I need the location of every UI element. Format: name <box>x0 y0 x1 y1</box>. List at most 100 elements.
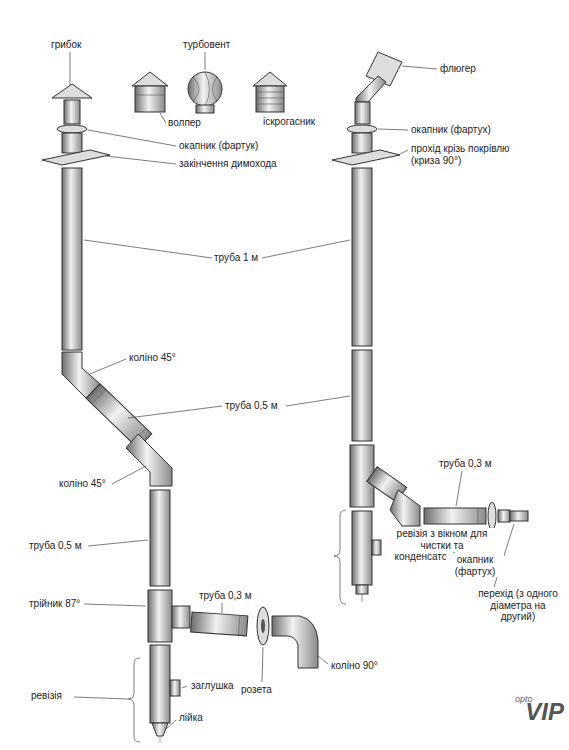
seam-shape <box>478 508 479 524</box>
lead-shape <box>318 656 328 664</box>
lead-shape <box>70 52 71 85</box>
lead-shape <box>106 156 176 164</box>
watermark: VIP <box>524 700 565 724</box>
lead-shape <box>166 720 176 729</box>
pipe-shape <box>498 510 510 522</box>
pipe-shape <box>510 511 528 521</box>
plate-shape <box>253 72 287 86</box>
lead-shape <box>74 697 128 699</box>
cap-label: флюгер <box>439 63 477 75</box>
lead-shape <box>222 603 223 613</box>
pipe-shape <box>390 490 420 526</box>
pipe-shape <box>62 168 82 350</box>
plate-shape <box>52 84 92 98</box>
pipe-shape <box>150 490 170 586</box>
pipe-shape <box>356 76 386 102</box>
lead-shape <box>128 658 140 742</box>
lead-shape <box>286 396 350 406</box>
lead-shape <box>402 66 437 69</box>
caps-shape <box>132 72 287 113</box>
lead-shape <box>90 359 126 374</box>
part-label: окапник (фартух) <box>446 554 504 577</box>
seam-shape <box>160 736 161 742</box>
lead-shape <box>88 130 176 146</box>
pipe-shape <box>126 434 172 486</box>
part-label: ревізія <box>30 690 63 702</box>
lead-shape <box>398 150 408 155</box>
plate-shape <box>42 150 110 165</box>
lead-shape <box>334 510 346 604</box>
part-label: коліно 45° <box>128 352 177 364</box>
lead-shape <box>84 604 146 606</box>
part-label: перехід (з одного діаметра на другий) <box>474 588 562 623</box>
plate-shape <box>57 125 87 133</box>
g-shape <box>191 612 248 636</box>
cap-label: турбовент <box>182 39 231 51</box>
part-label: коліно 45° <box>58 478 107 490</box>
lead-shape <box>88 540 148 546</box>
pipe-shape <box>64 100 80 124</box>
part-label: прохід крізь покрівлю (криза 90°) <box>410 143 542 166</box>
seam-shape <box>193 72 217 106</box>
part-label: розета <box>240 684 273 696</box>
part-label: трійник 87° <box>28 598 81 610</box>
lead-shape <box>456 471 462 506</box>
pipe-shape <box>188 72 222 106</box>
pipe-shape <box>196 105 214 113</box>
seam-shape <box>92 389 106 403</box>
part-label: труба 0,5 м <box>28 540 83 552</box>
part-label: труба 0,3 м <box>438 458 493 470</box>
pipe-shape <box>62 133 82 153</box>
lead-shape <box>262 240 350 258</box>
pipe-shape <box>256 86 284 112</box>
plate-shape <box>257 607 269 645</box>
lead-shape <box>182 686 187 688</box>
pipe-shape <box>152 723 168 736</box>
part-label: лійка <box>178 712 204 724</box>
pipe-shape <box>372 540 381 555</box>
pipe-shape <box>150 645 170 723</box>
part-label: труба 0,5 м <box>224 400 279 412</box>
pipe-shape <box>191 612 248 636</box>
part-label: заглушка <box>190 680 235 692</box>
part-label: коліно 90° <box>330 660 379 672</box>
ellipse-shape <box>261 619 265 633</box>
pipe-shape <box>352 511 372 585</box>
part-label: окапник (фартух) <box>410 124 492 136</box>
pipe-shape <box>424 508 486 524</box>
lead-shape <box>112 466 146 484</box>
seam-shape <box>256 92 284 104</box>
lead-shape <box>378 129 408 130</box>
lead-shape <box>205 52 206 70</box>
cap-label: грибок <box>50 39 82 51</box>
part-label: труба 1 м <box>213 252 259 264</box>
pipe-shape <box>148 590 172 642</box>
seam-shape <box>135 95 165 96</box>
lead-shape <box>84 240 212 258</box>
part-label: окапник (фартук) <box>178 140 259 152</box>
left-col-shape <box>42 84 318 742</box>
pipe-shape <box>172 606 190 628</box>
seam-shape <box>362 594 363 602</box>
plate-shape <box>488 502 496 530</box>
plate-shape <box>332 150 400 165</box>
part-label: закінчення димохода <box>178 158 278 170</box>
pipe-shape <box>170 680 180 696</box>
plate-shape <box>347 125 377 133</box>
pipe-shape <box>352 168 372 346</box>
pipe-shape <box>272 616 318 668</box>
seam-shape <box>238 615 239 635</box>
pipe-shape <box>355 102 370 124</box>
cap-label: іскрогасник <box>262 116 316 128</box>
lead-shape <box>128 406 222 418</box>
part-label: труба 0,3 м <box>198 590 253 602</box>
lead-shape <box>262 647 263 682</box>
plate-shape <box>132 72 168 86</box>
lead-shape <box>160 113 166 123</box>
pipe-shape <box>356 585 368 594</box>
pipe-shape <box>135 86 165 112</box>
cap-label: волпер <box>167 117 202 129</box>
pipe-shape <box>352 350 372 441</box>
pipe-shape <box>352 133 372 153</box>
